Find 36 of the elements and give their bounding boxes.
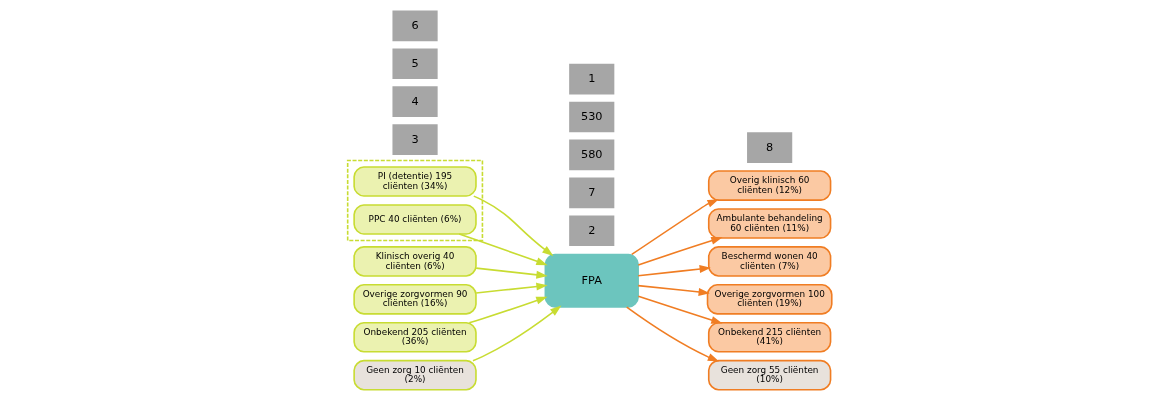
arrow [471,305,561,362]
arrow [474,267,548,279]
label: 6 [410,18,419,32]
label: 5 [410,56,419,70]
arrow [630,199,719,256]
label: 4 [410,94,419,108]
node-box: Geen zorg 55 cliënten (10%) [707,359,831,391]
arrow [637,295,723,324]
arrow [468,296,548,324]
node-box: FPA [544,253,639,308]
node-box: Ambulante behandeling 60 cliënten (11%) [707,208,831,239]
node-box: Overige zorgvormen 100 cliënten (19%) [706,284,833,315]
arrow [474,282,548,294]
node-box: Onbekend 205 cliënten (36%) [352,321,477,353]
arrow [625,306,719,362]
node-box: PPC 40 cliënten (6%) [352,204,477,235]
node-box: Onbekend 215 cliënten (41%) [707,321,831,353]
arrow [472,195,553,256]
node-box: PI (detentie) 195 cliënten (34%) [352,166,477,197]
arrow [637,236,723,266]
node-box: Geen zorg 10 cliënten (2%) [352,359,477,391]
label: 530 [580,109,603,123]
label: 2 [587,223,595,237]
label: 7 [587,185,595,199]
node-box: Beschermd wonen 40 cliënten (7%) [707,246,831,277]
label: 580 [580,147,603,161]
node-box: Overig klinisch 60 cliënten (12%) [707,170,831,201]
label: 3 [410,132,419,146]
label: 1 [587,72,595,86]
arrow [636,284,710,296]
node-box: Overige zorgvormen 90 cliënten (16%) [352,284,477,315]
arrow [636,265,711,277]
arrow [457,233,548,266]
cluster [346,159,483,242]
label: 8 [765,140,773,154]
node-box: Klinisch overig 40 cliënten (6%) [352,246,477,277]
